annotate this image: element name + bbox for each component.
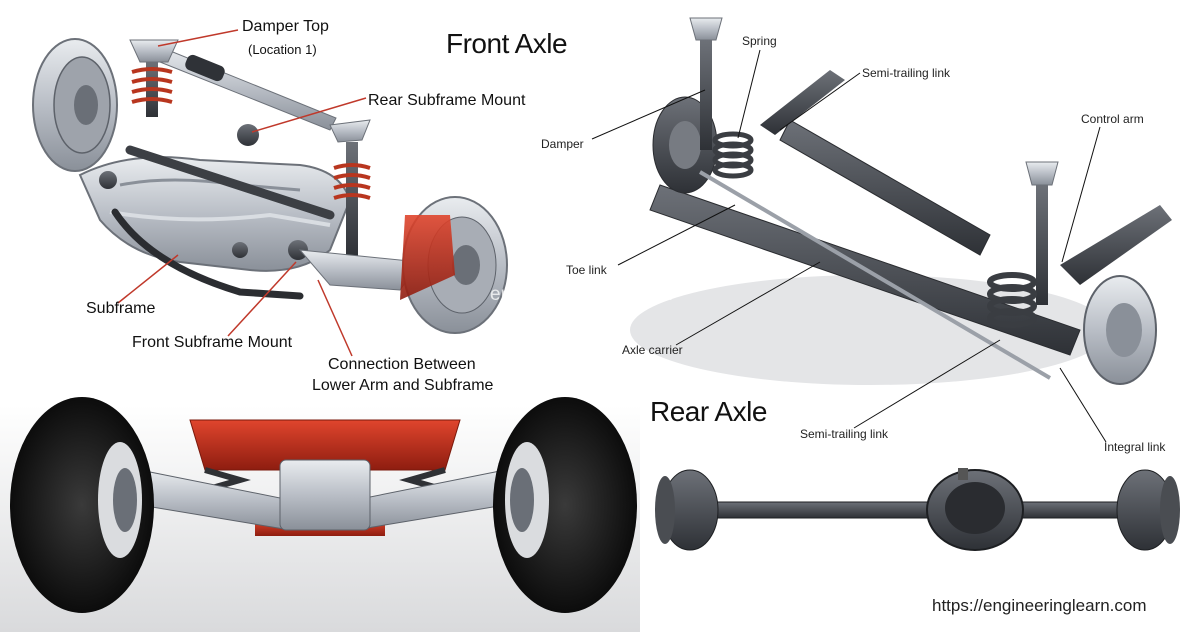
label-spring: Spring	[742, 34, 777, 48]
rear-right-spring	[987, 272, 1037, 328]
label-damper-top: Damper Top	[242, 18, 329, 35]
front-right-brake-disc	[400, 196, 508, 334]
subframe-mounts	[99, 124, 308, 260]
rear-left-spring	[712, 131, 754, 179]
lower-control-arm	[298, 249, 421, 291]
label-axle-carrier: Axle carrier	[622, 343, 683, 357]
solid-rear-axle-illustration	[655, 468, 1180, 551]
rear-left-damper	[689, 17, 723, 150]
label-damper: Damper	[541, 137, 584, 151]
label-location: (Location 1)	[248, 42, 317, 57]
solid-axle-right-hub	[1116, 469, 1180, 551]
differential-housing	[926, 468, 1024, 551]
steering-rack	[149, 45, 337, 131]
subframe	[78, 156, 352, 272]
label-rear-subframe-mount: Rear Subframe Mount	[368, 92, 526, 109]
label-subframe: Subframe	[86, 300, 156, 317]
label-connection-line2: Lower Arm and Subframe	[312, 377, 494, 394]
toe-link	[698, 170, 1052, 380]
axle-with-tires-illustration	[0, 397, 640, 632]
watermark: engineeringlearn.com	[490, 284, 673, 305]
label-semi-trailing-link-bottom: Semi-trailing link	[800, 427, 889, 441]
front-left-brake-disc	[32, 38, 118, 172]
label-semi-trailing-link-top: Semi-trailing link	[862, 66, 951, 80]
drive-shaft	[125, 145, 335, 220]
solid-axle-left-hub	[655, 469, 719, 551]
rear-right-damper	[1025, 161, 1059, 305]
front-axle-illustration	[32, 38, 508, 334]
front-axle-title: Front Axle	[446, 28, 568, 59]
label-integral-link: Integral link	[1104, 440, 1166, 454]
rear-axle-title: Rear Axle	[650, 396, 767, 427]
footer-url: https://engineeringlearn.com	[932, 596, 1147, 615]
label-toe-link: Toe link	[566, 263, 607, 277]
rear-leader-lines	[591, 49, 1107, 443]
label-connection-line1: Connection Between	[328, 356, 476, 373]
front-leader-lines	[117, 29, 367, 357]
front-left-damper	[129, 39, 179, 117]
label-front-subframe-mount: Front Subframe Mount	[132, 334, 293, 351]
semi-trailing-link-top	[760, 70, 845, 135]
right-tire	[493, 397, 637, 613]
label-control-arm: Control arm	[1081, 112, 1144, 126]
control-arm	[1060, 205, 1172, 285]
left-tire	[10, 397, 154, 613]
rear-right-hub	[1083, 275, 1157, 385]
front-right-damper	[329, 119, 371, 257]
